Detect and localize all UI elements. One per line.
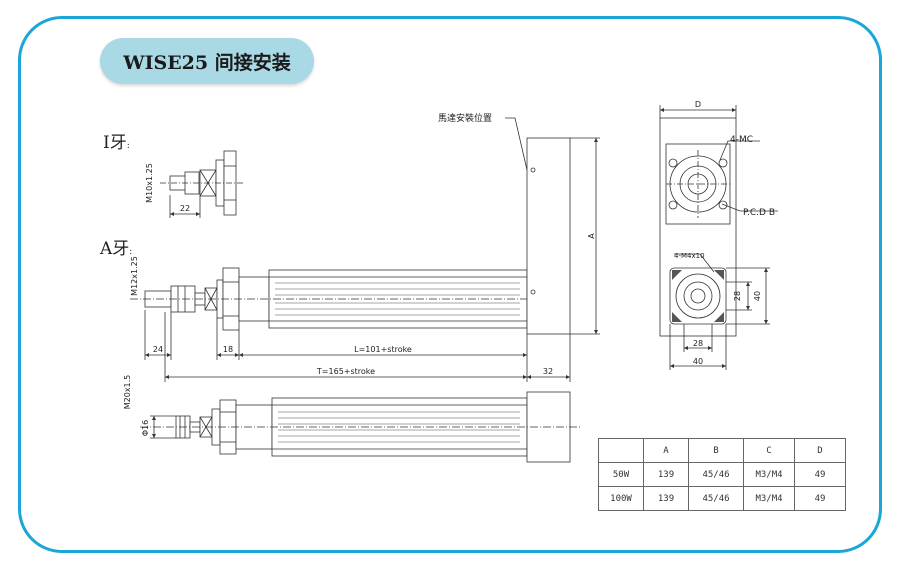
height-28: 28: [733, 291, 742, 301]
lower-actuator: [140, 391, 580, 463]
table-cell: 45/46: [688, 486, 744, 511]
table-header: [598, 438, 644, 463]
motor-side-view: [505, 117, 600, 335]
bottom-diameter: Φ16: [141, 420, 150, 436]
table-cell: 50W: [598, 462, 644, 487]
table-row: 50W 139 45/46 M3/M4 49: [598, 462, 846, 487]
a-thread-colon: :: [129, 247, 133, 257]
a-thread-dimensions: [144, 310, 571, 382]
a-thread-spec: M12x1.25: [130, 256, 139, 296]
table-header: D: [794, 438, 846, 463]
motor-mount-label: 馬達安裝位置: [438, 112, 492, 124]
motor-end-view: [659, 105, 778, 370]
a-thread-text: A牙: [100, 239, 130, 259]
page-title: WISE25 间接安装: [100, 38, 314, 84]
table-row: 100W 139 45/46 M3/M4 49: [598, 486, 846, 511]
table-header: B: [688, 438, 744, 463]
table-cell: M3/M4: [743, 462, 795, 487]
table-cell: 100W: [598, 486, 644, 511]
height-40: 40: [753, 291, 762, 301]
width-28: 28: [693, 339, 703, 348]
end-length-32: 32: [543, 367, 553, 376]
spec-table: A B C D 50W 139 45/46 M3/M4 49 100W 139 …: [598, 438, 846, 511]
i-thread-label: I牙:: [103, 128, 130, 153]
table-header: A: [643, 438, 689, 463]
i-thread-colon: :: [126, 141, 130, 151]
width-40: 40: [693, 357, 703, 366]
i-thread-rod-end: [160, 150, 245, 218]
table-cell: 139: [643, 462, 689, 487]
table-cell: 49: [794, 486, 846, 511]
holes-m4: 4-M4x10: [674, 252, 705, 260]
length-T: T=165+stroke: [316, 367, 375, 376]
table-cell: 45/46: [688, 462, 744, 487]
table-cell: 139: [643, 486, 689, 511]
page-frame: [18, 16, 882, 553]
a-thread-label: A牙:: [100, 234, 132, 259]
a-thread-length-18: 18: [223, 345, 233, 354]
table-cell: 49: [794, 462, 846, 487]
table-header: C: [743, 438, 795, 463]
a-thread-actuator: [130, 267, 540, 331]
length-L: L=101+stroke: [354, 345, 412, 354]
a-thread-length-24: 24: [153, 345, 163, 354]
pcd-label: P.C.D B: [743, 208, 775, 218]
dimension-D: D: [695, 100, 701, 109]
i-thread-spec: M10x1.25: [145, 163, 154, 203]
dimension-A: A: [587, 233, 596, 239]
i-thread-text: I牙: [103, 133, 127, 153]
i-thread-length: 22: [180, 204, 190, 213]
table-header-row: A B C D: [598, 438, 846, 463]
table-cell: M3/M4: [743, 486, 795, 511]
holes-4mc: 4-MC: [730, 135, 753, 145]
bottom-thread-spec: M20x1.5: [123, 375, 132, 410]
